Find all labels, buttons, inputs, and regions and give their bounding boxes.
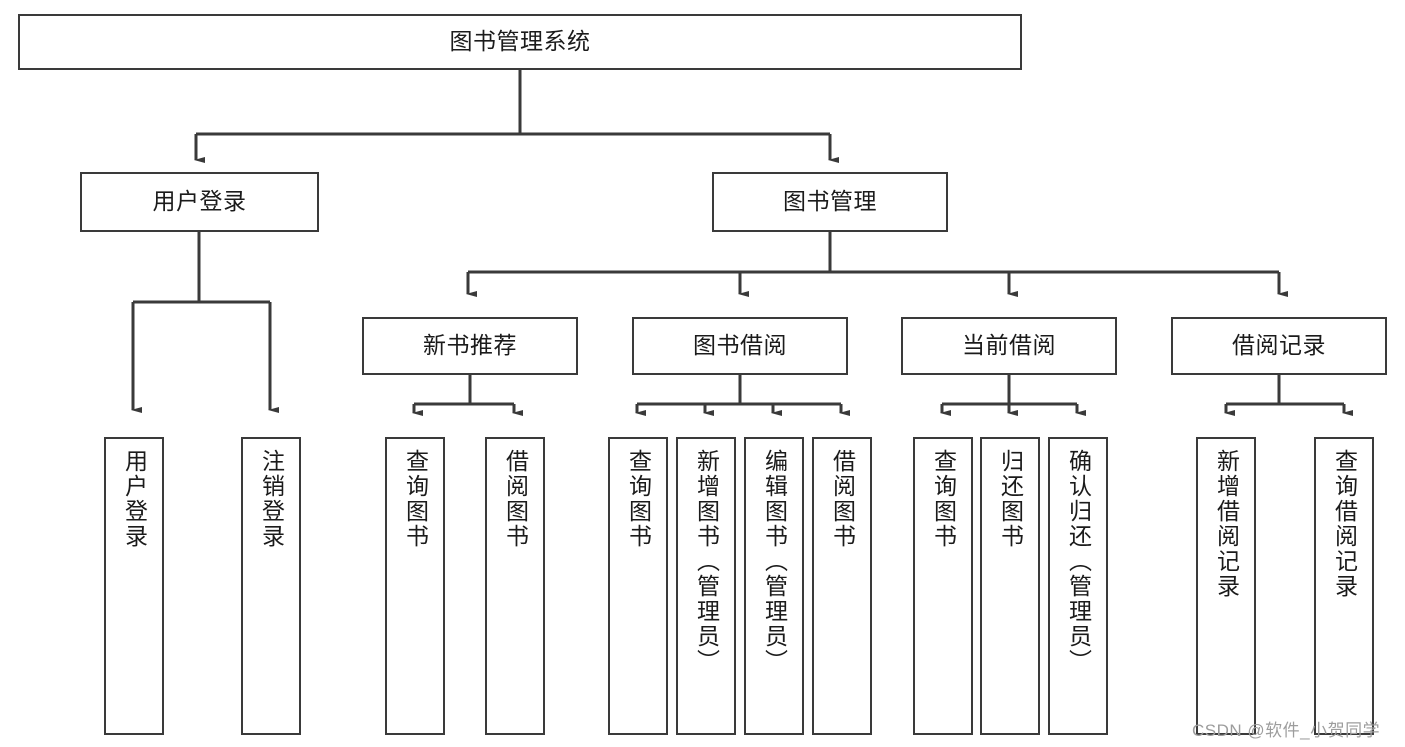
node-label: 注销登录 <box>258 449 285 549</box>
node-label: 确认归还（管理员） <box>1065 449 1092 674</box>
node-root-book-management-system[interactable]: 图书管理系统 <box>18 14 1022 70</box>
node-book-borrow[interactable]: 图书借阅 <box>632 317 848 375</box>
node-label: 图书借阅 <box>693 332 787 359</box>
node-leaf-search-book-current[interactable]: 查询图书 <box>913 437 973 735</box>
node-new-book-recommend[interactable]: 新书推荐 <box>362 317 578 375</box>
node-label: 新书推荐 <box>423 332 517 359</box>
node-label: 编辑图书（管理员） <box>761 449 788 674</box>
node-label: 借阅图书 <box>829 449 856 549</box>
node-leaf-search-borrow-record[interactable]: 查询借阅记录 <box>1314 437 1374 735</box>
csdn-watermark: CSDN @软件_小贺同学 <box>1192 721 1381 740</box>
node-label: 借阅记录 <box>1232 332 1326 359</box>
node-leaf-borrow-book[interactable]: 借阅图书 <box>812 437 872 735</box>
node-label: 用户登录 <box>152 188 247 215</box>
node-leaf-edit-book-admin[interactable]: 编辑图书（管理员） <box>744 437 804 735</box>
node-leaf-confirm-return-admin[interactable]: 确认归还（管理员） <box>1048 437 1108 735</box>
node-leaf-add-borrow-record[interactable]: 新增借阅记录 <box>1196 437 1256 735</box>
node-label: 图书管理系统 <box>449 28 591 55</box>
node-label: 归还图书 <box>997 449 1024 549</box>
node-user-login[interactable]: 用户登录 <box>80 172 319 232</box>
node-leaf-borrow-book-recommend[interactable]: 借阅图书 <box>485 437 545 735</box>
node-leaf-return-book[interactable]: 归还图书 <box>980 437 1040 735</box>
node-label: 查询图书 <box>625 449 652 549</box>
node-label: 查询图书 <box>402 449 429 549</box>
node-leaf-add-book-admin[interactable]: 新增图书（管理员） <box>676 437 736 735</box>
node-label: 图书管理 <box>783 188 877 215</box>
node-current-borrow[interactable]: 当前借阅 <box>901 317 1117 375</box>
node-leaf-search-book-borrow[interactable]: 查询图书 <box>608 437 668 735</box>
node-label: 查询图书 <box>930 449 957 549</box>
node-label: 借阅图书 <box>502 449 529 549</box>
node-label: 新增借阅记录 <box>1213 449 1240 599</box>
node-leaf-search-book-recommend[interactable]: 查询图书 <box>385 437 445 735</box>
node-borrow-record[interactable]: 借阅记录 <box>1171 317 1387 375</box>
node-label: 查询借阅记录 <box>1331 449 1358 599</box>
node-label: 用户登录 <box>121 449 148 549</box>
node-book-management[interactable]: 图书管理 <box>712 172 948 232</box>
node-label: 当前借阅 <box>962 332 1056 359</box>
node-leaf-user-login[interactable]: 用户登录 <box>104 437 164 735</box>
node-label: 新增图书（管理员） <box>693 449 720 674</box>
node-leaf-logout[interactable]: 注销登录 <box>241 437 301 735</box>
